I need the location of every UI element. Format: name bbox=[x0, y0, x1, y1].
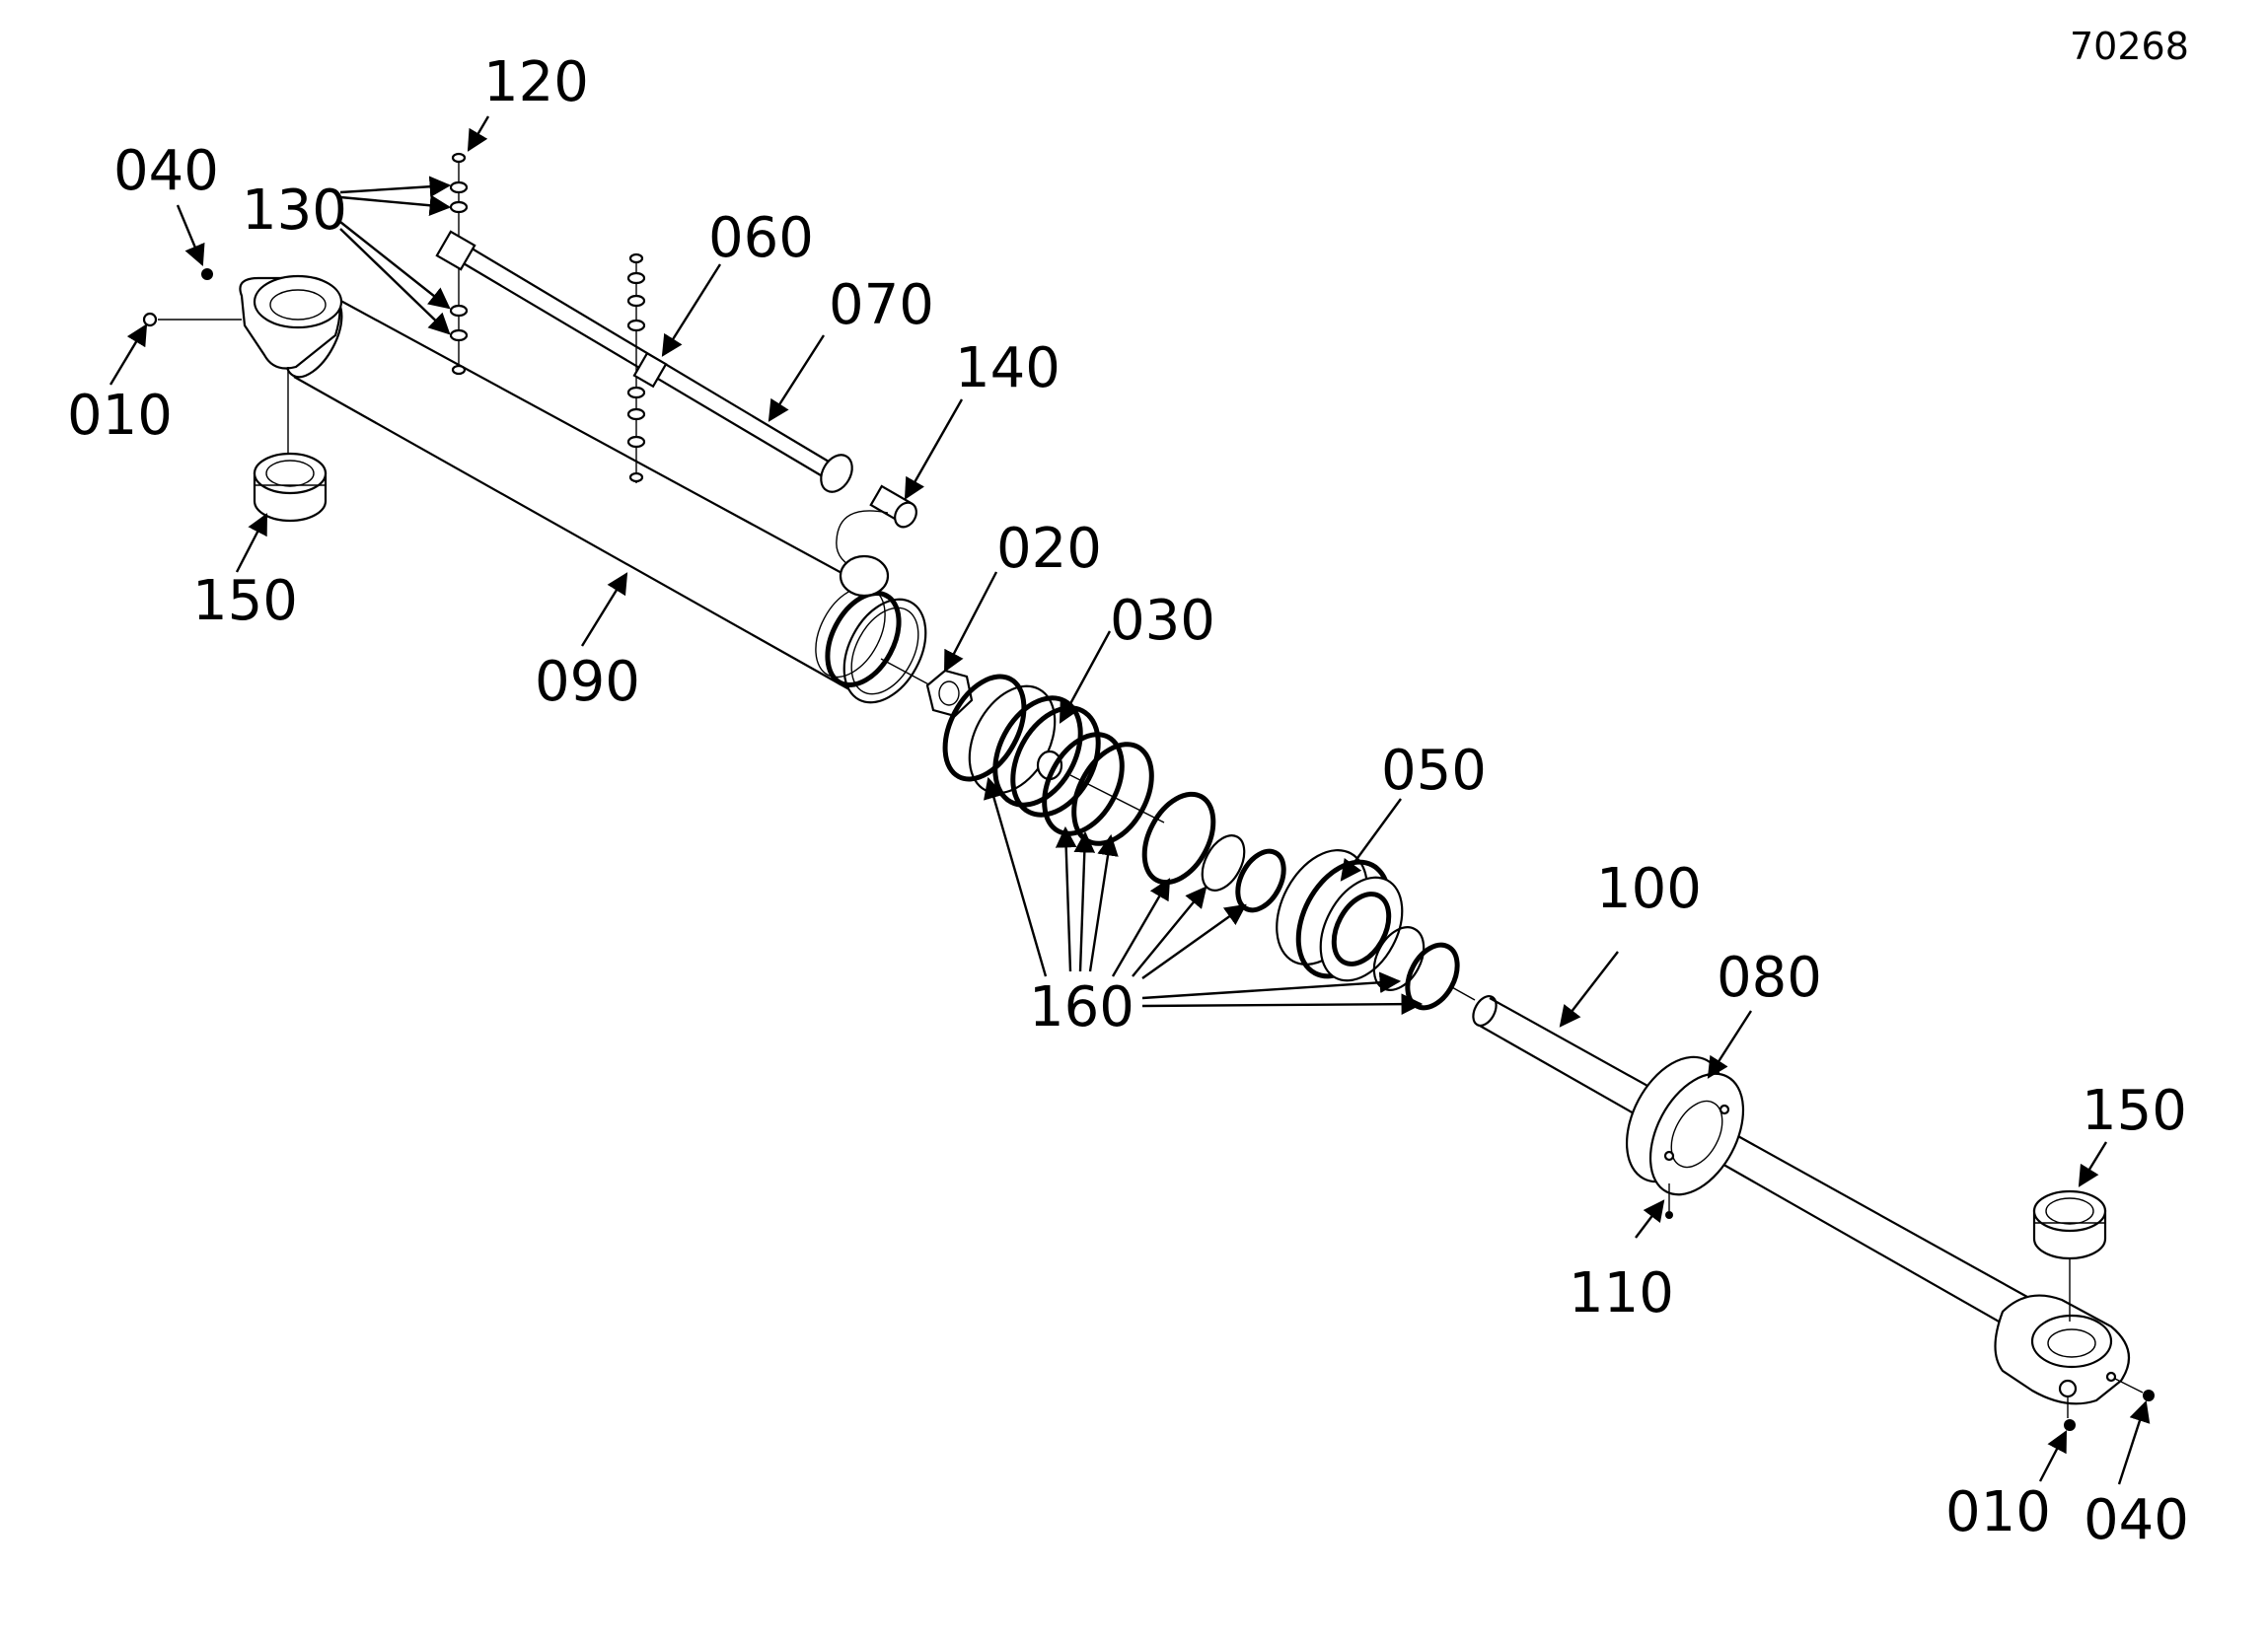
callout-110: 110 bbox=[1569, 1261, 1674, 1325]
small-fasteners bbox=[142, 268, 2155, 1431]
callout-140: 140 bbox=[955, 336, 1061, 400]
callout-130: 130 bbox=[242, 179, 347, 243]
callout-030: 030 bbox=[1110, 589, 1215, 653]
callout-040-right: 040 bbox=[2084, 1488, 2189, 1552]
callout-050: 050 bbox=[1381, 739, 1487, 803]
piston-seal-rings bbox=[942, 674, 1286, 913]
hydraulic-fitting bbox=[836, 484, 917, 598]
callout-060: 060 bbox=[708, 206, 814, 270]
leader-lines bbox=[109, 115, 2151, 1485]
piston-rod bbox=[1472, 995, 2028, 1327]
right-bushing bbox=[2032, 1189, 2107, 1260]
left-bushing bbox=[253, 452, 328, 523]
callout-040-left: 040 bbox=[113, 139, 219, 203]
callout-090: 090 bbox=[535, 650, 640, 714]
callout-100: 100 bbox=[1596, 857, 1702, 921]
piston bbox=[968, 684, 1165, 823]
hydraulic-pipe bbox=[435, 230, 853, 493]
callout-020: 020 bbox=[996, 517, 1102, 581]
callout-160: 160 bbox=[1029, 975, 1134, 1039]
right-rod-eye bbox=[1994, 1248, 2144, 1418]
drawing-reference-number: 70268 bbox=[2070, 25, 2189, 68]
rod-guide bbox=[1625, 1055, 1745, 1211]
callout-150-left: 150 bbox=[192, 569, 298, 633]
left-rod-eye bbox=[158, 274, 343, 462]
callout-150-right: 150 bbox=[2082, 1079, 2187, 1143]
callout-labels: 120 040 130 060 070 140 010 150 090 020 … bbox=[67, 50, 2189, 1552]
callout-010-right: 010 bbox=[1945, 1480, 2051, 1544]
callout-120: 120 bbox=[483, 50, 589, 114]
callout-010-left: 010 bbox=[67, 384, 173, 448]
callout-080: 080 bbox=[1717, 946, 1822, 1010]
callout-070: 070 bbox=[829, 273, 934, 337]
